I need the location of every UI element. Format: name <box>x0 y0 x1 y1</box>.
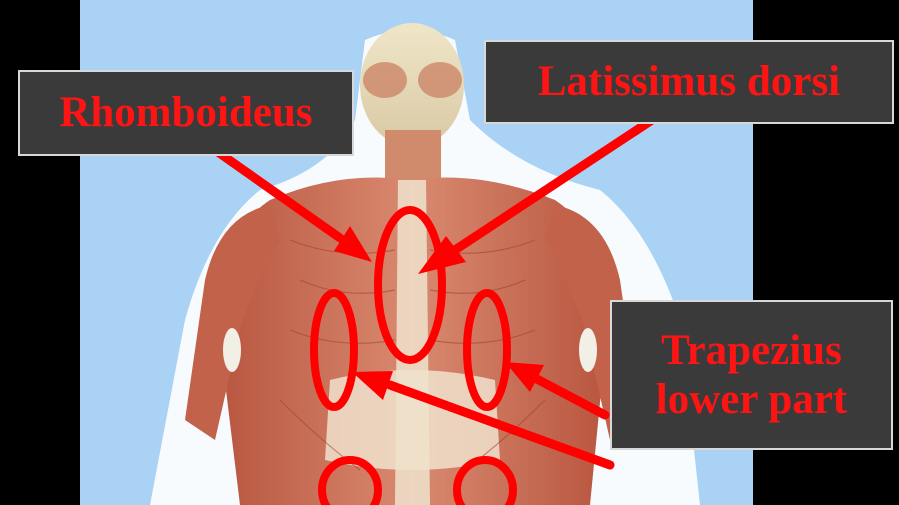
trapezius-text-line1: Trapezius <box>661 326 842 375</box>
trapezius-label: Trapezius lower part <box>610 300 893 450</box>
latissimus-text: Latissimus dorsi <box>538 57 840 106</box>
trapezius-text-line2: lower part <box>656 375 847 424</box>
latissimus-label: Latissimus dorsi <box>484 40 894 124</box>
rhomboideus-label: Rhomboideus <box>18 70 354 156</box>
rhomboideus-text: Rhomboideus <box>59 88 312 137</box>
